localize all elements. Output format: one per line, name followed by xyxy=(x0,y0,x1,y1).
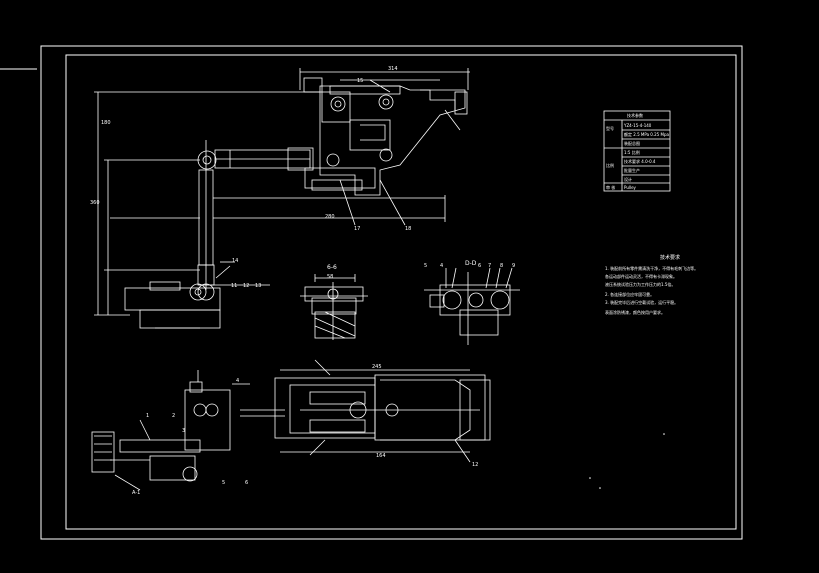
dimension-58: 58 xyxy=(327,274,334,280)
view-label-small: A-1 xyxy=(132,490,141,496)
notes-line-4: 2. 各连接部位应牢固可靠。 xyxy=(605,292,655,297)
balloon-d5: 5 xyxy=(424,263,428,269)
balloon-l6: 6 xyxy=(245,480,249,486)
notes-line-6: 表面涂防锈漆，颜色按用户要求。 xyxy=(605,310,665,315)
plan-view xyxy=(240,359,491,463)
title-block-row-3: 装配总图 xyxy=(624,141,640,146)
section-view-d-d xyxy=(424,267,520,345)
title-block-row-2: 额定 2.5 MPa 0.25 Mpa xyxy=(624,132,669,137)
title-block-row-7: 设计 xyxy=(624,177,632,182)
section-view-6-6 xyxy=(300,274,368,340)
balloon-l5: 5 xyxy=(222,480,226,486)
balloon-11: 11 xyxy=(231,283,238,289)
balloon-l2: 2 xyxy=(172,413,176,419)
dimension-180: 180 xyxy=(101,120,111,126)
section-label-top: 6-6 xyxy=(327,264,337,271)
notes-line-2: 各运动部件运动灵活，不得有卡滞现象。 xyxy=(605,274,677,279)
dimension-314: 314 xyxy=(388,66,398,72)
balloon-15: 15 xyxy=(357,78,364,84)
title-block-row-4: 1:5 比例 xyxy=(624,150,640,155)
balloon-17: 17 xyxy=(354,226,361,232)
balloon-14: 14 xyxy=(232,258,239,264)
main-assembly-view xyxy=(94,68,470,329)
notes-line-5: 3. 装配完毕后进行空载试验，运行平稳。 xyxy=(605,300,679,305)
balloon-d4: 4 xyxy=(440,263,444,269)
title-block-row-6: 批量生产 xyxy=(624,168,640,173)
balloon-d8: 8 xyxy=(500,263,504,269)
title-block-table xyxy=(603,110,671,192)
title-block-row-5: 技术要求 4.0-0.4 xyxy=(624,159,656,164)
dimension-164: 164 xyxy=(376,453,386,459)
balloon-l1: 1 xyxy=(146,413,150,419)
section-label-right: D-D xyxy=(465,260,477,267)
title-block-group-review: 审 核 xyxy=(606,185,616,190)
balloon-l3: 3 xyxy=(182,428,186,434)
balloon-plan-12: 12 xyxy=(472,462,479,468)
title-block-row-1: YZ4-15-4-140 xyxy=(624,123,652,128)
title-block-group-scale: 比例 xyxy=(606,163,614,168)
title-block-group-type: 型号 xyxy=(606,126,614,131)
notes-line-3: 液压系统试验压力为工作压力的1.5倍。 xyxy=(605,282,676,287)
balloon-l4: 4 xyxy=(236,378,240,384)
dimension-280: 280 xyxy=(325,214,335,220)
title-block-row-8: Pulley xyxy=(624,185,636,190)
balloon-13: 13 xyxy=(255,283,262,289)
balloon-d9: 9 xyxy=(512,263,516,269)
stray-marks xyxy=(589,433,665,489)
side-view-left xyxy=(91,370,250,491)
notes-heading: 技术要求 xyxy=(660,255,681,261)
balloon-18: 18 xyxy=(405,226,412,232)
balloon-d7: 7 xyxy=(488,263,492,269)
drawing-frame xyxy=(0,45,743,540)
balloon-12: 12 xyxy=(243,283,250,289)
title-block-heading: 技术参数 xyxy=(627,113,643,118)
dimension-245: 245 xyxy=(372,364,382,370)
notes-line-1: 1. 装配前所有零件需清洗干净，不得有毛刺飞边等。 xyxy=(605,266,699,271)
dimension-360: 360 xyxy=(90,200,100,206)
balloon-d6: 6 xyxy=(478,263,482,269)
